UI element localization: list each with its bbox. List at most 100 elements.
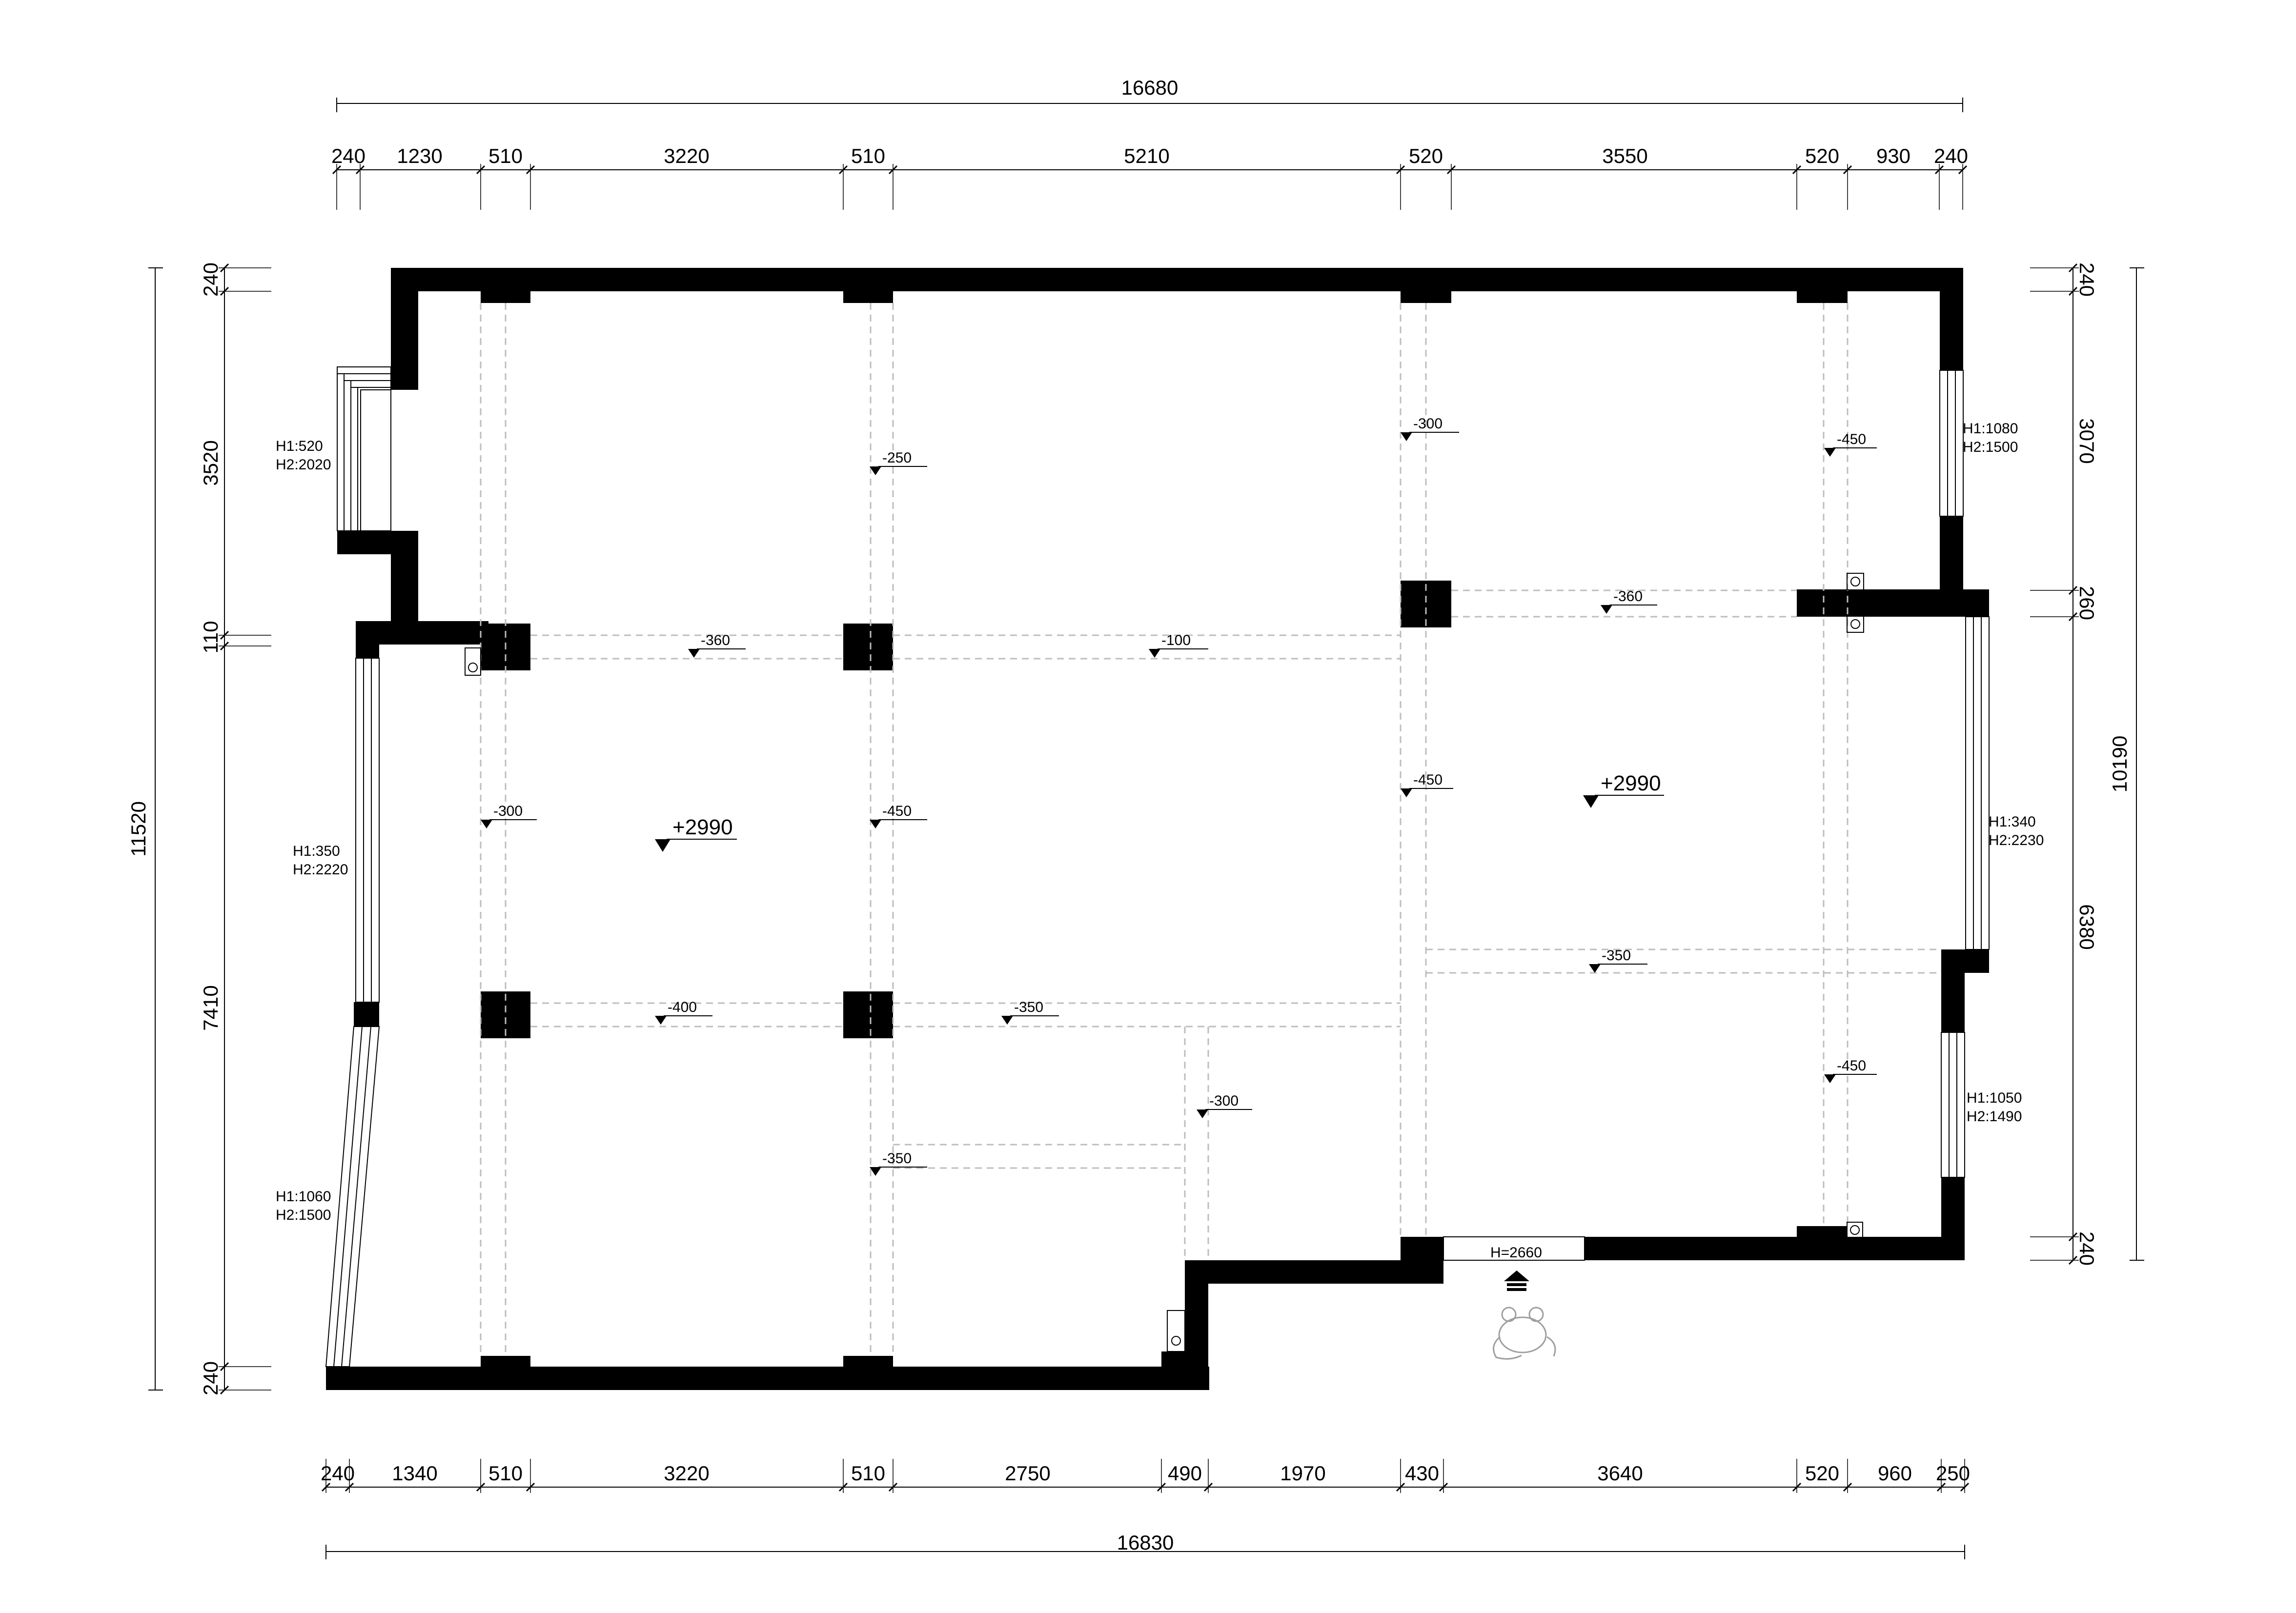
wall-bottom-right-col — [1797, 1226, 1848, 1245]
column — [481, 1356, 530, 1368]
dimension-right: 3070 — [2075, 418, 2098, 464]
dimension-total-right: 10190 — [2108, 736, 2131, 793]
beam-level: -400 — [668, 999, 697, 1015]
window-label: H1:1080 — [1963, 421, 2018, 437]
beam-level: -300 — [1209, 1093, 1239, 1109]
dimension-top: 510 — [488, 144, 523, 167]
beam-level: -350 — [1014, 999, 1043, 1015]
dimension-total-top: 16680 — [1121, 76, 1178, 99]
dimension-left: 240 — [199, 262, 222, 297]
dimension-top: 510 — [851, 144, 885, 167]
entrance-arrow-icon — [1504, 1270, 1529, 1291]
wall-bottom-left — [326, 1367, 1209, 1390]
drain-pipe-icon — [465, 573, 1864, 1352]
beam-level: -450 — [1413, 772, 1443, 788]
dimension-bottom: 3220 — [664, 1462, 709, 1485]
window-label: H2:1500 — [1963, 439, 2018, 455]
dimension-bottom: 520 — [1805, 1462, 1839, 1485]
dimension-bottom: 2750 — [1005, 1462, 1050, 1485]
beam-lines — [480, 303, 1941, 1356]
dimension-bottom: 430 — [1405, 1462, 1439, 1485]
dimension-ticks — [219, 164, 2079, 1493]
windows — [325, 366, 1990, 1367]
dimension-right: 240 — [2075, 262, 2098, 297]
wall-left-mid — [354, 1002, 379, 1027]
dimension-left: 240 — [199, 1361, 222, 1395]
wall-left-bay-bottom — [337, 531, 418, 554]
beam-level: -300 — [1413, 416, 1443, 432]
dimension-right: 6380 — [2075, 904, 2098, 949]
window-label: H2:1500 — [276, 1207, 331, 1223]
beam-level: -100 — [1161, 632, 1191, 648]
walls — [326, 268, 1989, 1390]
beam-level: -360 — [1613, 588, 1643, 605]
beam-level: -360 — [701, 632, 730, 648]
dimension-bottom: 240 — [321, 1462, 355, 1485]
wall-bottom-right — [1585, 1237, 1965, 1260]
window-label: H2:2020 — [276, 457, 331, 473]
wall-bottom-mid-col — [1401, 1237, 1443, 1284]
window-label: H1:1050 — [1967, 1090, 2022, 1106]
dimension-lines — [148, 98, 2144, 1559]
dimension-top: 5210 — [1124, 144, 1169, 167]
level-marks — [481, 432, 1877, 1176]
dimension-bottom: 1340 — [392, 1462, 437, 1485]
window-label: H1:520 — [276, 438, 323, 454]
column — [1797, 291, 1848, 303]
wall-left-bay-stub — [391, 554, 410, 623]
ceiling-height: +2990 — [672, 815, 733, 839]
beam-level: -450 — [1837, 1058, 1866, 1074]
wall-right-upper — [1940, 268, 1963, 370]
column — [843, 624, 893, 670]
beam-level: -350 — [1602, 948, 1631, 964]
column — [843, 1356, 893, 1368]
beam-level: -450 — [1837, 431, 1866, 447]
dimension-top: 520 — [1805, 144, 1839, 167]
wall-top — [391, 268, 1963, 291]
dimension-top: 3220 — [664, 144, 709, 167]
dimension-bottom: 960 — [1878, 1462, 1912, 1485]
dimension-left: 110 — [199, 621, 222, 654]
wall-bottom-mid — [1185, 1260, 1443, 1284]
dimension-right: 240 — [2075, 1231, 2098, 1266]
dimension-left: 7410 — [199, 985, 222, 1030]
beam-level: -450 — [882, 803, 912, 819]
dimension-right: 260 — [2075, 586, 2098, 620]
dimension-left: 3520 — [199, 440, 222, 485]
dimension-bottom: 1970 — [1280, 1462, 1325, 1485]
ceiling-height: +2990 — [1601, 771, 1661, 795]
window-label: H2:2220 — [293, 862, 348, 878]
beam-level: -250 — [882, 450, 912, 466]
column — [843, 991, 893, 1038]
wall-right-pier — [1940, 516, 1963, 594]
dimension-top: 520 — [1409, 144, 1443, 167]
column — [1401, 291, 1451, 303]
window-label: H2:2230 — [1989, 832, 2044, 848]
door-label: H=2660 — [1490, 1245, 1542, 1261]
dimension-top: 240 — [331, 144, 366, 167]
window-label: H1:1060 — [276, 1189, 331, 1205]
dimension-top: 930 — [1876, 144, 1910, 167]
dimension-bottom: 490 — [1168, 1462, 1202, 1485]
wall-left-upper — [391, 268, 418, 390]
dimension-bottom: 3640 — [1597, 1462, 1643, 1485]
dimension-total-left: 11520 — [127, 801, 150, 857]
column — [481, 291, 530, 303]
compass-figure-icon — [1493, 1307, 1556, 1360]
dimension-top: 240 — [1934, 144, 1968, 167]
dimension-bottom: 510 — [488, 1462, 523, 1485]
window-label: H1:340 — [1989, 814, 2036, 830]
wall-right-pier-3 — [1941, 949, 1965, 1032]
dimension-total-bottom: 16830 — [1117, 1531, 1174, 1554]
wall-left-ledge-stub — [356, 621, 379, 658]
dimension-bottom: 250 — [1936, 1462, 1970, 1485]
dimension-top: 1230 — [397, 144, 442, 167]
window-label: H2:1490 — [1967, 1109, 2022, 1125]
dimension-top: 3550 — [1602, 144, 1647, 167]
wall-right-step — [1797, 589, 1989, 617]
column — [843, 291, 893, 303]
dimension-bottom: 510 — [851, 1462, 885, 1485]
window-label: H1:350 — [293, 843, 340, 859]
beam-level: -350 — [882, 1150, 912, 1167]
